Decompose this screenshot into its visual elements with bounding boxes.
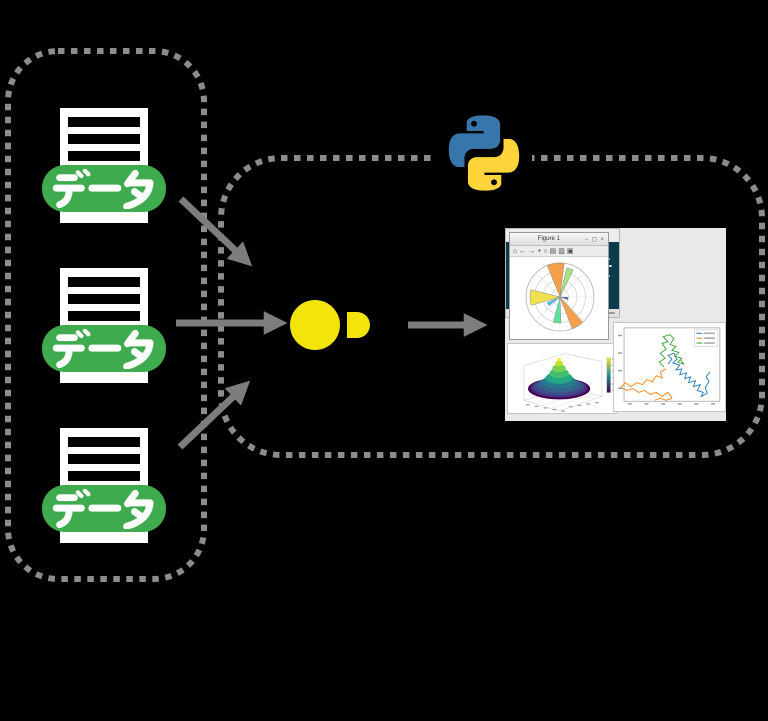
polar-chart-canvas: [510, 257, 608, 337]
random-walk-panel: [613, 322, 726, 412]
data-label-2: データ: [42, 325, 166, 372]
data-label-glyphs: [51, 489, 157, 529]
figure-title-bar: Figure 1 − ◻ ×: [510, 233, 608, 246]
window-buttons: − ◻ ×: [585, 236, 605, 243]
toolbar-icon: ▤: [549, 248, 557, 255]
close-icon: ×: [600, 236, 605, 243]
data-sources-group-border: [5, 48, 207, 582]
toolbar-icon: ▥: [558, 248, 565, 255]
data-file-icon-3: データ: [42, 426, 166, 543]
data-label-glyphs: [51, 169, 157, 209]
minimize-icon: −: [584, 236, 590, 243]
surface-3d-chart: [522, 353, 615, 412]
arrow-data1-to-process: [178, 196, 253, 267]
toolbar-icon: →: [528, 247, 536, 255]
data-file-icon-2: データ: [42, 266, 166, 383]
surface-plot-panel: [507, 343, 617, 414]
python-logo-backdrop: [436, 102, 532, 204]
data-label-1: データ: [42, 165, 166, 212]
toolbar-icon: ▣: [566, 248, 574, 255]
toolbar-icon: ⌂: [513, 247, 518, 255]
random-walk-chart: [618, 327, 721, 405]
toolbar-icon: ←: [519, 247, 527, 255]
process-bulb-icon: [290, 300, 340, 350]
output-screenshot: Figure 1 − ◻ × ⌂←→+○▤▥▣: [505, 228, 726, 421]
polar-rose-chart: [525, 262, 595, 332]
data-label-3: データ: [42, 485, 166, 532]
data-file-icon-1: データ: [42, 106, 166, 223]
matplotlib-figure-window: Figure 1 − ◻ × ⌂←→+○▤▥▣: [509, 232, 609, 340]
toolbar-icon: +: [537, 247, 542, 255]
figure-toolbar: ⌂←→+○▤▥▣: [510, 246, 608, 257]
process-bulb-base: [347, 312, 370, 338]
maximize-icon: ◻: [591, 236, 598, 243]
data-label-glyphs: [51, 329, 157, 369]
toolbar-icon: ○: [543, 247, 548, 255]
python-logo-icon: [448, 115, 520, 191]
figure-title: Figure 1: [537, 236, 560, 242]
arrow-data3-to-process: [177, 380, 251, 450]
